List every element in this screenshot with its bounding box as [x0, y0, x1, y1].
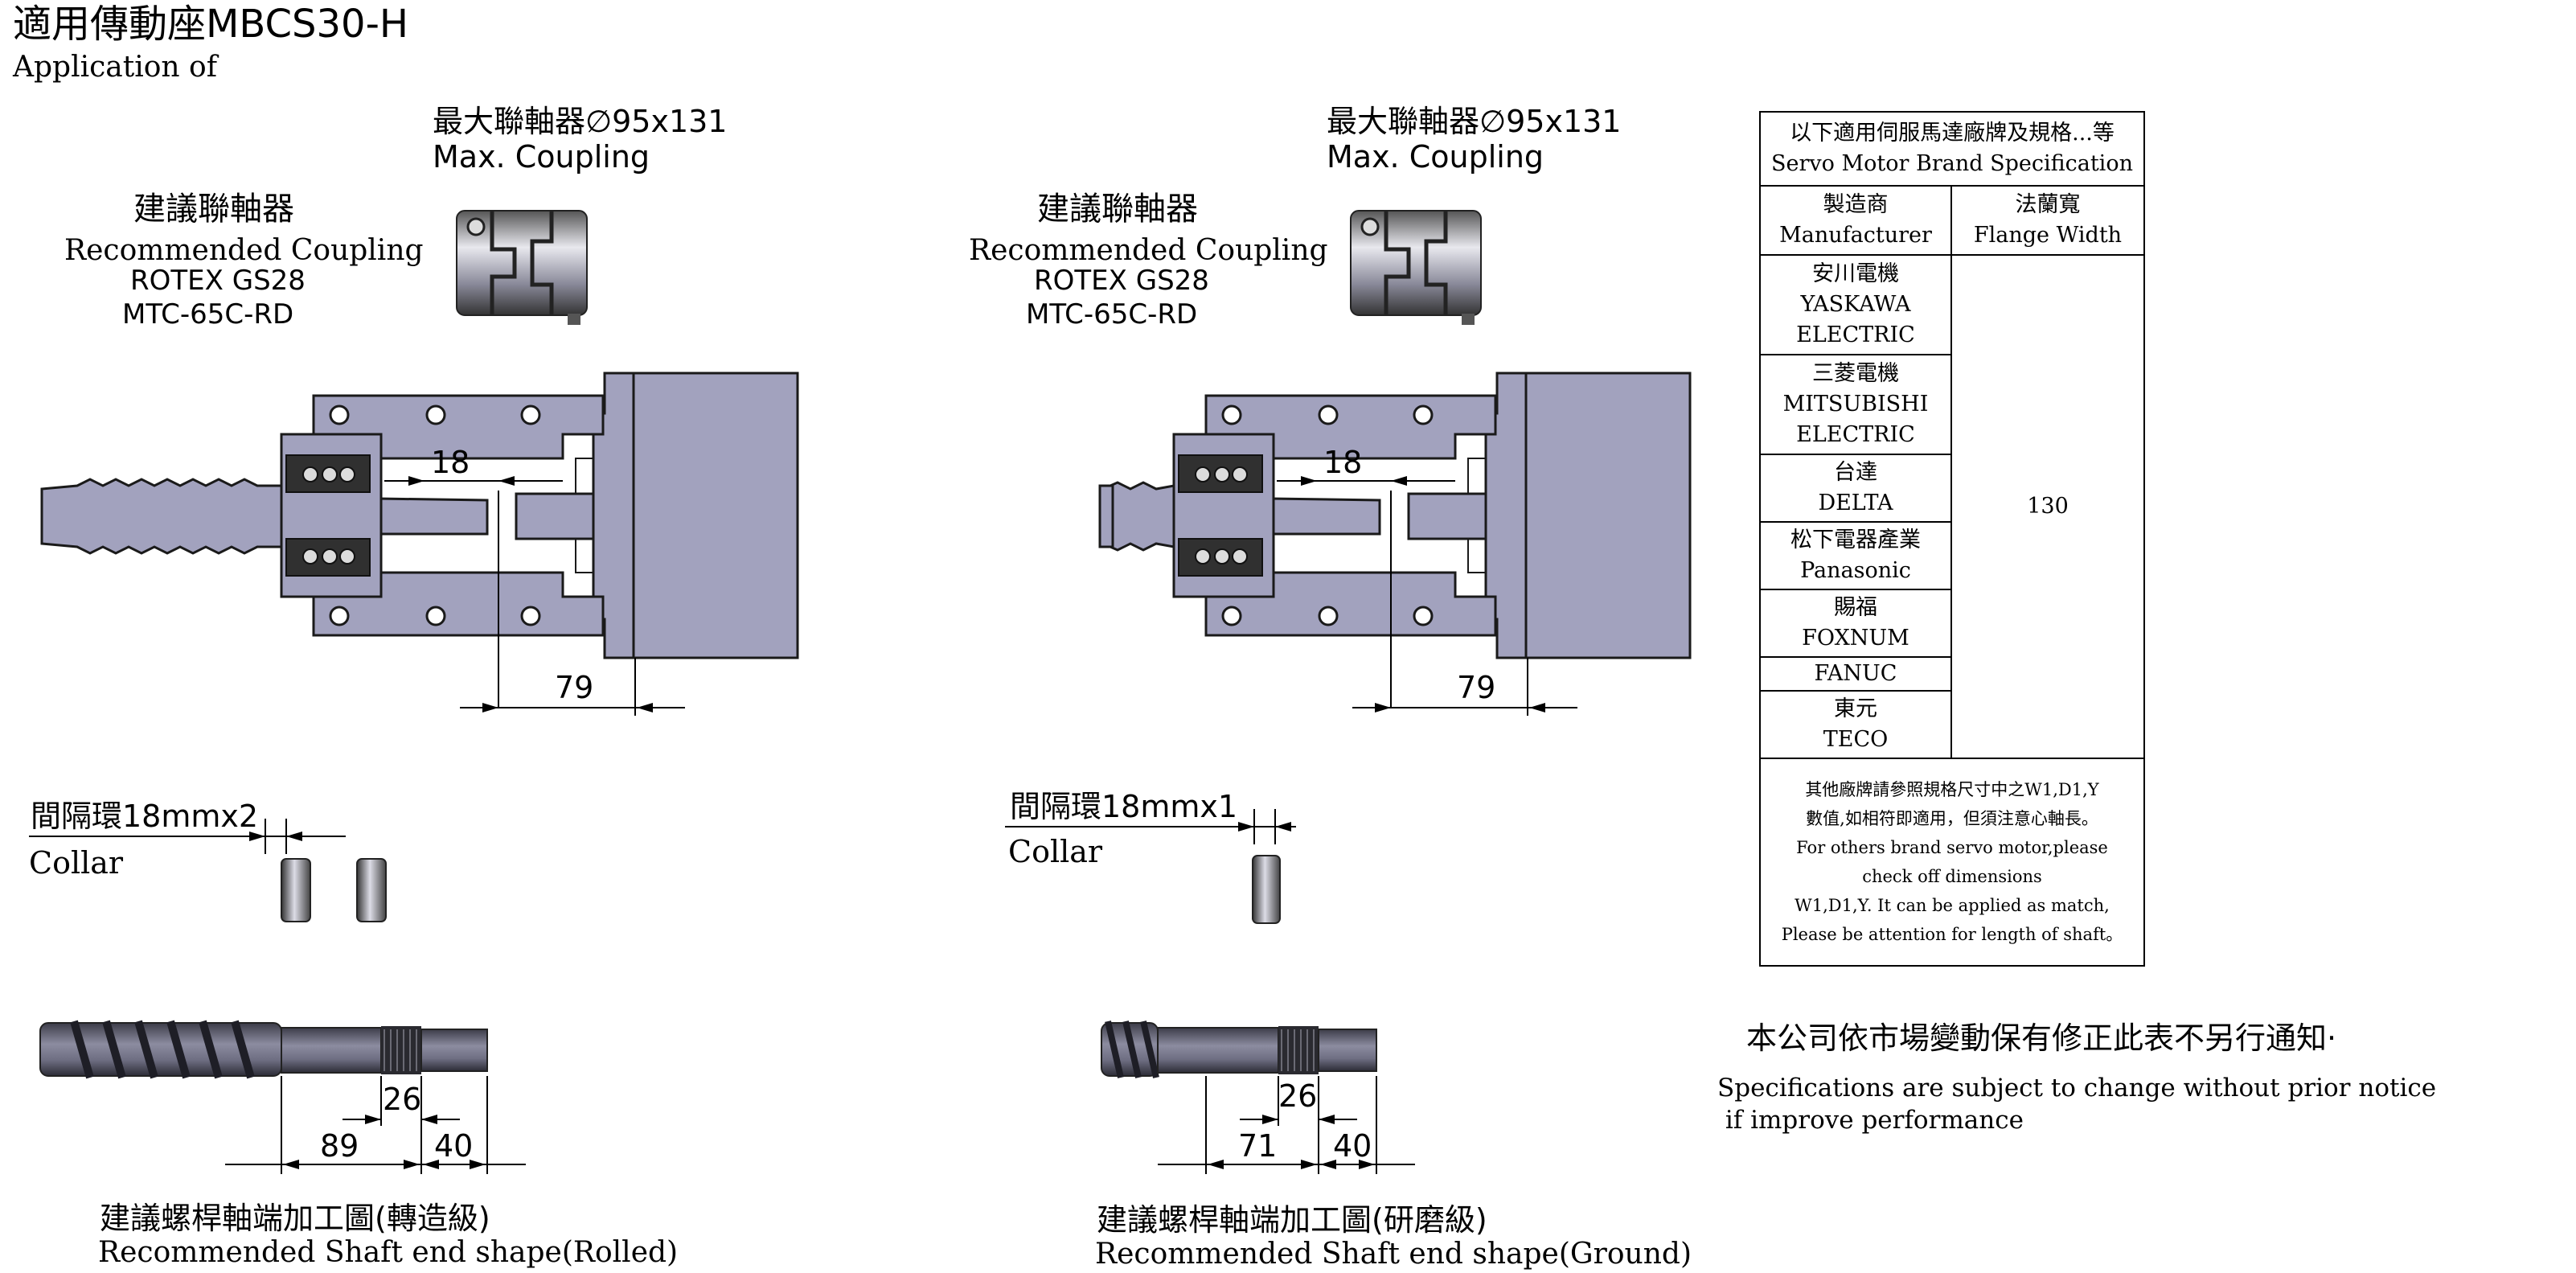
right-shaft-end: [1101, 1020, 1377, 1078]
mfr-delta-en: DELTA: [1818, 491, 1893, 515]
note-line: W1,D1,Y. It can be applied as match,: [1795, 896, 2110, 916]
left-shaft-cn: 建議螺桿軸端加工圖(轉造級): [100, 1201, 490, 1236]
left-dim-thread: 26: [383, 1082, 422, 1117]
flange-value-text: 130: [2027, 493, 2069, 519]
mfr-fanuc: FANUC: [1814, 660, 1897, 686]
left-shaft-en: Recommended Shaft end shape(Rolled): [98, 1236, 679, 1269]
col-header-flange: 法蘭寬 Flange Width: [1952, 187, 2143, 256]
right-collar-en: Collar: [1008, 834, 1103, 869]
notice-cn: 本公司依市場變動保有修正此表不另行通知·: [1746, 1020, 2337, 1056]
mfr-yaskawa-en1: YASKAWA: [1800, 291, 1911, 317]
right-max-coupling-en: Max. Coupling: [1327, 139, 1544, 175]
page-subtitle: Application of: [13, 51, 218, 84]
mfr-foxnum-cn: 賜福: [1834, 594, 1877, 620]
note-line: For others brand servo motor,please: [1796, 837, 2108, 857]
table-row: 東元 TECO: [1761, 692, 1952, 759]
right-assembly: [1098, 372, 1692, 717]
mfr-delta-cn: 台達: [1834, 459, 1877, 485]
left-dim-shaft-b: 40: [434, 1128, 474, 1164]
right-max-coupling-cn: 最大聯軸器∅95x131: [1327, 104, 1622, 139]
notice-en-line2: if improve performance: [1717, 1106, 2024, 1135]
right-dim-gap: 18: [1323, 445, 1363, 480]
table-row: 三菱電機 MITSUBISHI ELECTRIC: [1761, 355, 1952, 455]
left-collar-leader: [29, 819, 346, 854]
mfr-mitsubishi-cn: 三菱電機: [1812, 360, 1899, 386]
flange-value: 130: [1952, 256, 2143, 759]
left-dim-depth: 79: [555, 670, 594, 705]
table-row: 台達 DELTA: [1761, 455, 1952, 523]
mfr-mitsubishi-en1: MITSUBISHI: [1782, 391, 1929, 417]
right-coupling-icon: [1350, 210, 1482, 325]
left-max-coupling-en: Max. Coupling: [433, 139, 650, 175]
spec-table-title-en: Servo Motor Brand Specification: [1771, 151, 2133, 176]
right-dim-shaft-a: 71: [1238, 1128, 1278, 1164]
left-collar-cn: 間隔環18mmx2: [31, 799, 259, 834]
spec-table-note: 其他廠牌請參照規格尺寸中之W1,D1,Y 數值,如相符即適用，但須注意心軸長。 …: [1761, 759, 2143, 965]
left-rec-coupling-model2: MTC-65C-RD: [122, 298, 294, 331]
mfr-panasonic-en: Panasonic: [1800, 558, 1911, 583]
left-rec-coupling-model1: ROTEX GS28: [130, 265, 306, 297]
col-flange-cn: 法蘭寬: [2015, 191, 2081, 217]
mfr-panasonic-cn: 松下電器產業: [1790, 527, 1921, 552]
right-rec-coupling-model2: MTC-65C-RD: [1026, 298, 1198, 331]
right-rec-coupling-cn: 建議聯軸器: [1037, 191, 1198, 228]
table-row: 松下電器產業 Panasonic: [1761, 523, 1952, 590]
mfr-teco-en: TECO: [1823, 727, 1889, 752]
right-shaft-dimensions: [1158, 1076, 1415, 1174]
mfr-yaskawa-en2: ELECTRIC: [1796, 322, 1915, 348]
note-line: 數值,如相符即適用，但須注意心軸長。: [1806, 808, 2098, 828]
left-shaft-dimensions: [225, 1076, 526, 1174]
note-line: 其他廠牌請參照規格尺寸中之W1,D1,Y: [1805, 779, 2099, 799]
table-row: 安川電機 YASKAWA ELECTRIC: [1761, 256, 1952, 355]
col-flange-en: Flange Width: [1973, 223, 2123, 248]
right-rec-coupling-en: Recommended Coupling: [969, 234, 1328, 267]
mfr-foxnum-en: FOXNUM: [1802, 626, 1909, 651]
left-max-coupling-cn: 最大聯軸器∅95x131: [433, 104, 728, 139]
mfr-yaskawa-cn: 安川電機: [1812, 261, 1899, 286]
right-collar-cn: 間隔環18mmx1: [1010, 789, 1238, 824]
left-rec-coupling-en: Recommended Coupling: [64, 234, 424, 267]
right-collar-leader: [1005, 809, 1296, 844]
left-assembly: [40, 372, 799, 717]
spec-table-title: 以下適用伺服馬達廠牌及規格...等 Servo Motor Brand Spec…: [1761, 113, 2143, 187]
col-manufacturer-cn: 製造商: [1823, 191, 1889, 217]
notice-en-line1: Specifications are subject to change wit…: [1717, 1074, 2437, 1103]
left-dim-gap: 18: [431, 445, 470, 480]
right-dim-depth: 79: [1457, 670, 1496, 705]
left-rec-coupling-cn: 建議聯軸器: [133, 191, 294, 228]
left-dim-shaft-a: 89: [320, 1128, 359, 1164]
note-line: Please be attention for length of shaft。: [1781, 925, 2123, 945]
collar-ring: [281, 855, 1281, 924]
col-header-manufacturer: 製造商 Manufacturer: [1761, 187, 1952, 256]
right-shaft-en: Recommended Shaft end shape(Ground): [1095, 1238, 1692, 1271]
right-shaft-cn: 建議螺桿軸端加工圖(研磨級): [1097, 1202, 1487, 1238]
col-manufacturer-en: Manufacturer: [1779, 223, 1932, 248]
left-coupling-icon: [456, 210, 588, 325]
spec-table: 以下適用伺服馬達廠牌及規格...等 Servo Motor Brand Spec…: [1759, 111, 2145, 967]
spec-table-title-cn: 以下適用伺服馬達廠牌及規格...等: [1790, 120, 2115, 146]
page-title: 適用傳動座MBCS30-H: [13, 2, 408, 47]
right-dim-thread: 26: [1278, 1078, 1318, 1114]
left-collar-en: Collar: [29, 845, 124, 881]
right-dim-shaft-b: 40: [1333, 1128, 1372, 1164]
note-line: check off dimensions: [1862, 867, 2042, 886]
left-shaft-end: [39, 1020, 488, 1079]
table-row: FANUC: [1761, 658, 1952, 692]
mfr-mitsubishi-en2: ELECTRIC: [1796, 422, 1915, 448]
table-row: 賜福 FOXNUM: [1761, 590, 1952, 658]
right-rec-coupling-model1: ROTEX GS28: [1034, 265, 1209, 297]
mfr-teco-cn: 東元: [1834, 696, 1877, 721]
